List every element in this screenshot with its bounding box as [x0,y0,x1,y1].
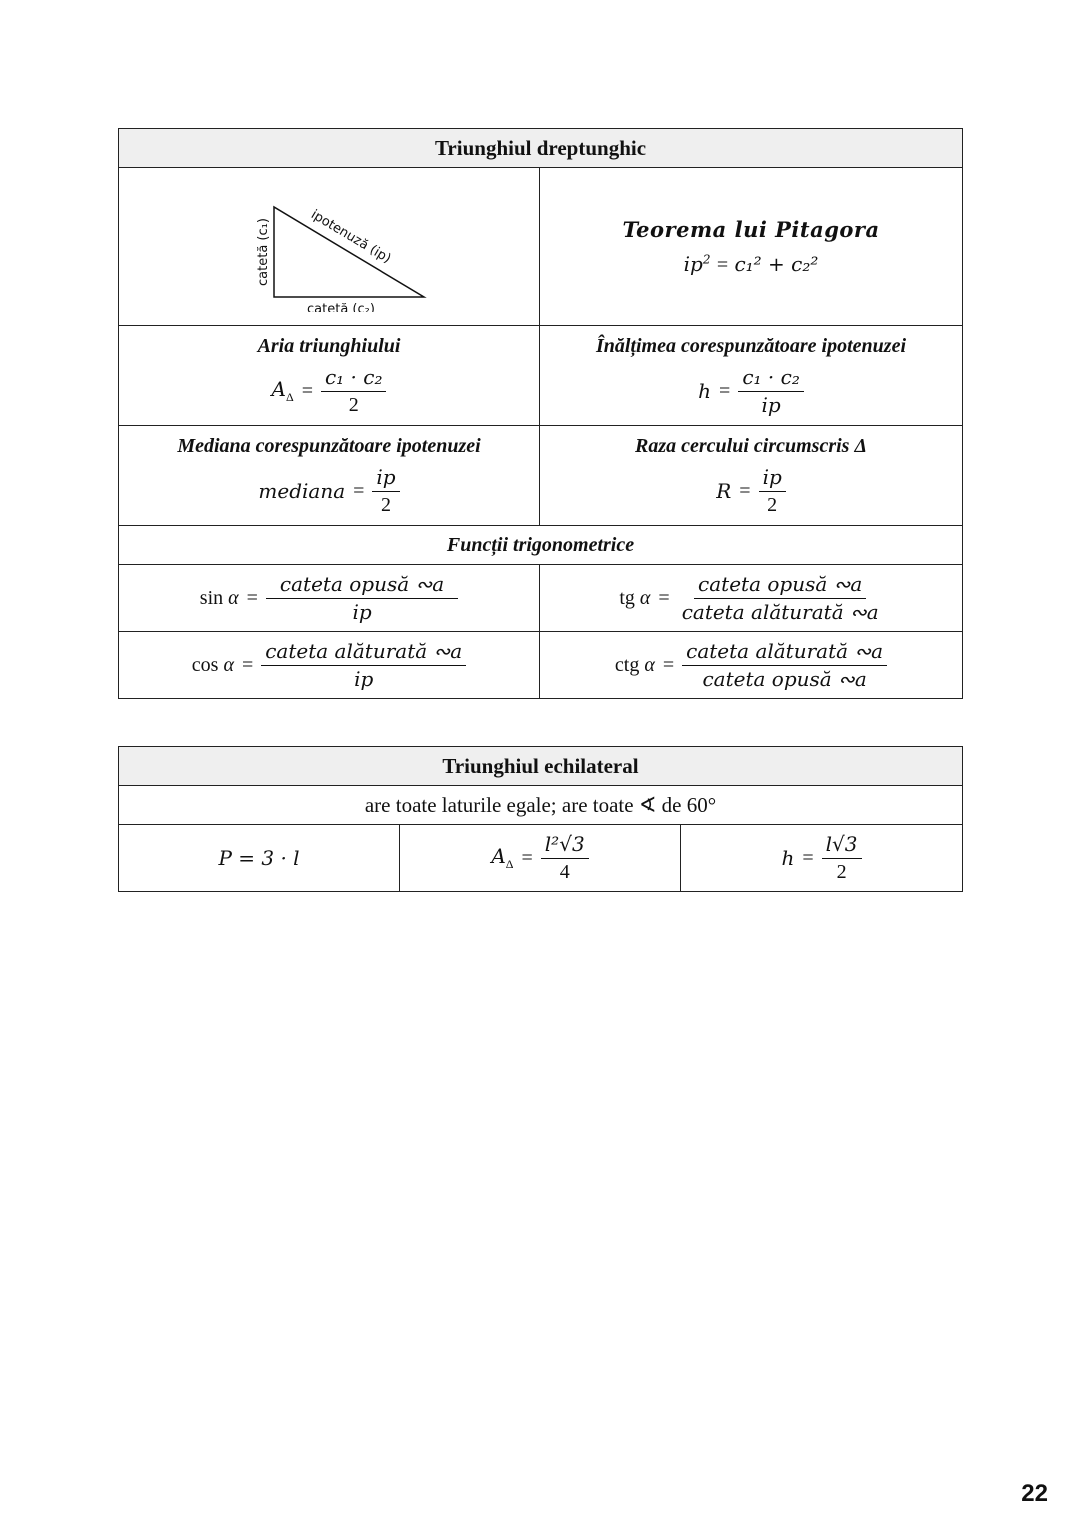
sin-fraction: cateta opusă ∾a ip [265,572,459,624]
area-numerator: c₁ · c₂ [320,365,387,392]
sin-numerator: cateta opusă ∾a [265,572,459,599]
height-lhs: h [698,379,712,403]
eq-height-formula: h = l√3 2 [781,832,862,884]
area-formula: AΔ = c₁ · c₂ 2 [271,365,387,417]
sin-fn: sin [199,586,224,609]
sin-formula: sin α = cateta opusă ∾a ip [199,572,459,624]
ctg-denominator: cateta opusă ∾a [702,666,867,691]
sin-cell: sin α = cateta opusă ∾a ip [118,564,540,632]
median-title: Mediana corespunzătoare ipotenuzei [177,434,481,457]
ctg-formula: ctg α = cateta alăturată ∾a cateta opusă… [614,639,888,691]
ctg-cell: ctg α = cateta alăturată ∾a cateta opusă… [538,631,964,699]
cos-fn: cos [191,653,219,676]
height-numerator: c₁ · c₂ [738,365,804,392]
leg1-label: catetă (c₁) [256,218,271,286]
circumradius-lhs: R [716,479,732,503]
eq-height-denominator: 2 [836,860,847,883]
equilateral-title: Triunghiul echilateral [118,746,963,786]
tg-numerator: cateta opusă ∾a [694,572,867,599]
height-formula: h = c₁ · c₂ ip [698,365,804,417]
eq-area-denominator: 4 [559,860,570,883]
triangle-shape [273,205,427,298]
perimeter-formula: P = 3 · l [218,846,300,870]
tg-fn: tg [619,586,635,609]
eq-area-numerator: l²√3 [540,832,589,859]
median-denominator: 2 [381,493,391,516]
ctg-numerator: cateta alăturată ∾a [682,639,888,666]
circumradius-cell: Raza cercului circumscris Δ R = ip 2 [538,425,964,526]
eq-height-fraction: l√3 2 [821,832,862,884]
area-denominator: 2 [348,393,359,416]
circumradius-title: Raza cercului circumscris Δ [635,434,867,457]
pythagoras-lhs: ip [683,251,703,276]
ctg-fraction: cateta alăturată ∾a cateta opusă ∾a [682,639,888,691]
leg2-label: catetă (c₂) [307,302,375,312]
right-triangle-diagram: catetă (c₁) catetă (c₂) ipotenuză (ip) [256,205,427,312]
right-triangle-table: Triunghiul dreptunghic catetă (c₁) catet… [117,128,964,699]
page-number: 22 [1021,1480,1048,1507]
median-lhs: mediana [258,479,346,503]
height-denominator: ip [761,392,781,417]
perimeter-cell: P = 3 · l [118,824,400,892]
cos-denominator: ip [354,666,374,691]
median-numerator: ip [372,465,400,492]
eq-height-numerator: l√3 [821,832,862,859]
cos-formula: cos α = cateta alăturată ∾a ip [191,639,467,691]
height-cell: Înălțimea corespunzătoare ipotenuzei h =… [538,325,964,426]
circumradius-denominator: 2 [767,493,778,516]
cos-fraction: cateta alăturată ∾a ip [261,639,467,691]
eq-area-lhs: A [491,844,506,868]
equilateral-table: Triunghiul echilateral are toate laturil… [118,746,963,892]
eq-area-fraction: l²√3 4 [540,832,589,884]
tg-fraction: cateta opusă ∾a cateta alăturată ∾a [678,572,883,624]
area-lhs: A [271,377,286,401]
area-fraction: c₁ · c₂ 2 [320,365,387,417]
right-triangle-diagram-cell: catetă (c₁) catetă (c₂) ipotenuză (ip) [118,167,540,326]
pythagoras-title: Teorema lui Pitagora [622,216,880,242]
eq-height-lhs: h [781,846,795,870]
height-fraction: c₁ · c₂ ip [738,365,804,417]
pythagoras-cell: Teorema lui Pitagora ip2 = c₁² + c₂² [538,167,964,326]
circumradius-fraction: ip 2 [758,465,786,517]
hypotenuse-label: ipotenuză (ip) [308,207,393,266]
height-title: Înălțimea corespunzătoare ipotenuzei [595,334,907,357]
area-cell: Aria triunghiului AΔ = c₁ · c₂ 2 [118,325,540,426]
sin-denominator: ip [352,599,372,624]
median-formula: mediana = ip 2 [258,465,400,517]
pythagoras-rhs: c₁² + c₂² [734,251,819,276]
cos-cell: cos α = cateta alăturată ∾a ip [118,631,540,699]
right-triangle-title: Triunghiul dreptunghic [117,128,964,168]
ctg-fn: ctg [614,653,640,676]
eq-area-cell: AΔ = l²√3 4 [399,824,681,892]
equilateral-property: are toate laturile egale; are toate ∢ de… [118,785,963,825]
eq-area-formula: AΔ = l²√3 4 [491,832,589,884]
trig-title: Funcții trigonometrice [117,525,964,565]
circumradius-numerator: ip [758,465,786,492]
tg-denominator: cateta alăturată ∾a [681,599,879,624]
circumradius-formula: R = ip 2 [716,465,786,517]
tg-cell: tg α = cateta opusă ∾a cateta alăturată … [538,564,964,632]
area-title: Aria triunghiului [257,334,401,357]
tg-formula: tg α = cateta opusă ∾a cateta alăturată … [619,572,883,624]
median-fraction: ip 2 [372,465,400,517]
eq-height-cell: h = l√3 2 [680,824,963,892]
median-cell: Mediana corespunzătoare ipotenuzei media… [118,425,540,526]
pythagoras-formula: ip2 = c₁² + c₂² [683,251,819,276]
cos-numerator: cateta alăturată ∾a [261,639,467,666]
